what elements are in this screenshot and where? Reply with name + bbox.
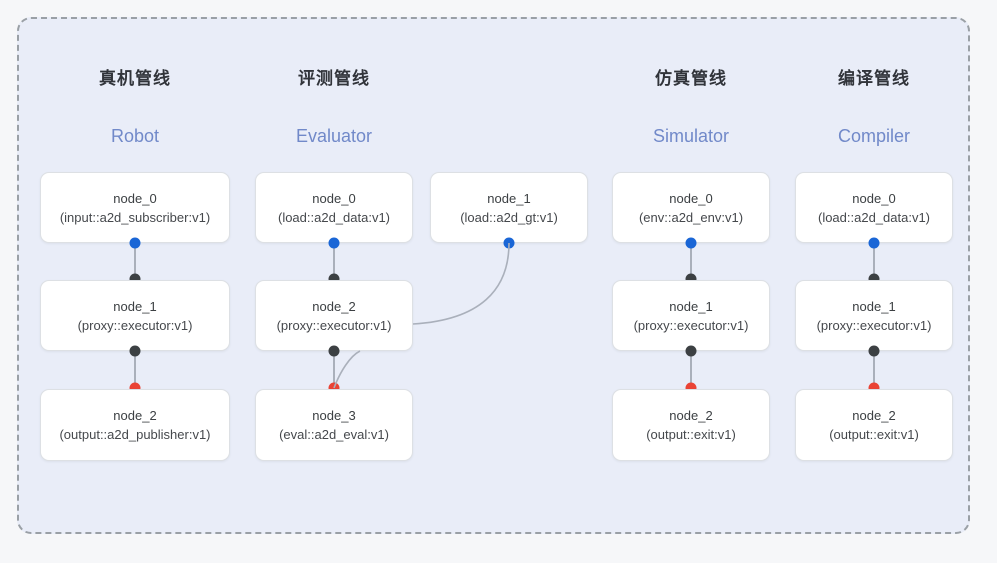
node-card[interactable]: node_1 (proxy::executor:v1) — [40, 280, 230, 351]
node-type: (output::exit:v1) — [829, 427, 919, 442]
port-input-dot[interactable] — [328, 273, 340, 285]
edge-line — [873, 351, 875, 387]
node-name: node_2 — [852, 408, 896, 423]
edge-line — [134, 243, 136, 278]
node-card[interactable]: node_1 (proxy::executor:v1) — [612, 280, 770, 351]
column-subtitle-robot: Robot — [110, 126, 160, 146]
node-name: node_1 — [852, 298, 896, 314]
node-name: node_0 — [312, 190, 356, 206]
column-title-robot: 真机管线 — [99, 69, 171, 88]
node-name: node_2 — [669, 408, 713, 423]
column-subtitle-evaluator: Evaluator — [295, 126, 373, 146]
column-title-evaluator: 评测管线 — [298, 69, 370, 88]
port-input-dot[interactable] — [868, 382, 880, 394]
port-output-dot[interactable] — [685, 345, 697, 357]
node-type: (load::a2d_data:v1) — [817, 209, 931, 225]
node-card[interactable]: node_0 (load::a2d_data:v1) — [255, 172, 413, 243]
node-type: (proxy::executor:v1) — [816, 317, 932, 333]
port-input-dot[interactable] — [129, 382, 141, 394]
node-type: (input::a2d_subscriber:v1) — [59, 209, 211, 225]
node-type: (proxy::executor:v1) — [276, 317, 392, 333]
node-type: (eval::a2d_eval:v1) — [279, 427, 389, 442]
port-output-dot[interactable] — [503, 237, 515, 249]
port-output-dot[interactable] — [685, 237, 697, 249]
node-card[interactable]: node_2 (output::exit:v1) — [612, 389, 770, 461]
port-input-dot[interactable] — [868, 273, 880, 285]
column-subtitle-compiler: Compiler — [837, 126, 911, 146]
column-subtitle-simulator: Simulator — [652, 126, 730, 146]
node-card[interactable]: node_3 (eval::a2d_eval:v1) — [255, 389, 413, 461]
edge-line — [690, 351, 692, 387]
port-output-dot[interactable] — [328, 237, 340, 249]
node-name: node_0 — [852, 190, 896, 206]
edge-line — [333, 243, 335, 278]
node-name: node_2 — [113, 408, 157, 423]
port-output-dot[interactable] — [868, 237, 880, 249]
node-type: (output::a2d_publisher:v1) — [59, 427, 211, 442]
port-output-dot[interactable] — [129, 237, 141, 249]
node-name: node_3 — [312, 408, 356, 423]
port-output-dot[interactable] — [129, 345, 141, 357]
node-name: node_0 — [113, 190, 157, 206]
node-type: (load::a2d_gt:v1) — [460, 209, 558, 225]
edge-line — [690, 243, 692, 278]
node-name: node_1 — [669, 298, 713, 314]
port-input-dot[interactable] — [129, 273, 141, 285]
column-title-simulator: 仿真管线 — [655, 69, 727, 88]
node-card[interactable]: node_2 (proxy::executor:v1) — [255, 280, 413, 351]
port-output-dot[interactable] — [328, 345, 340, 357]
column-title-compiler: 编译管线 — [838, 69, 910, 88]
port-output-dot[interactable] — [868, 345, 880, 357]
node-type: (output::exit:v1) — [646, 427, 736, 442]
node-name: node_1 — [487, 190, 531, 206]
node-card[interactable]: node_1 (load::a2d_gt:v1) — [430, 172, 588, 243]
pipeline-column-compiler: 编译管线 Compiler node_0 (load::a2d_data:v1)… — [795, 0, 953, 563]
pipeline-column-robot: 真机管线 Robot node_0 (input::a2d_subscriber… — [40, 0, 230, 563]
node-card[interactable]: node_1 (proxy::executor:v1) — [795, 280, 953, 351]
node-type: (env::a2d_env:v1) — [638, 209, 744, 225]
edge-line — [873, 243, 875, 278]
node-card[interactable]: node_0 (env::a2d_env:v1) — [612, 172, 770, 243]
node-type: (load::a2d_data:v1) — [277, 209, 391, 225]
node-name: node_1 — [113, 298, 157, 314]
node-type: (proxy::executor:v1) — [77, 317, 193, 333]
node-card[interactable]: node_2 (output::a2d_publisher:v1) — [40, 389, 230, 461]
node-name: node_2 — [312, 298, 356, 314]
pipeline-column-evaluator: 评测管线 Evaluator node_0 (load::a2d_data:v1… — [255, 0, 588, 563]
port-input-dot[interactable] — [685, 273, 697, 285]
pipeline-column-simulator: 仿真管线 Simulator node_0 (env::a2d_env:v1) … — [612, 0, 770, 563]
node-name: node_0 — [669, 190, 713, 206]
node-card[interactable]: node_2 (output::exit:v1) — [795, 389, 953, 461]
edge-line — [134, 351, 136, 387]
node-card[interactable]: node_0 (input::a2d_subscriber:v1) — [40, 172, 230, 243]
node-card[interactable]: node_0 (load::a2d_data:v1) — [795, 172, 953, 243]
node-type: (proxy::executor:v1) — [633, 317, 749, 333]
port-input-dot[interactable] — [685, 382, 697, 394]
